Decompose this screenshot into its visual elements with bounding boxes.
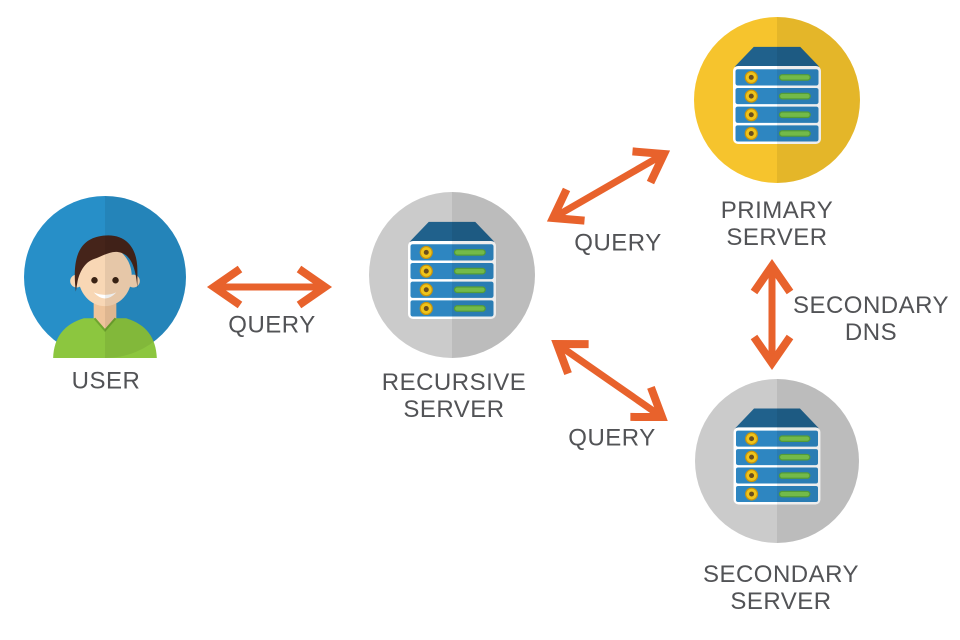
query-label-recursive-secondary: QUERY <box>568 424 656 452</box>
secondary-dns-label: SECONDARY DNS <box>793 292 949 346</box>
primary-server-label-line1: PRIMARY <box>720 197 834 224</box>
recursive-server-label-line2: SERVER <box>403 396 505 423</box>
query-label-recursive-primary: QUERY <box>574 229 662 257</box>
secondary-server-label-line1: SECONDARY <box>702 561 860 588</box>
user-icon <box>24 196 186 358</box>
primary-server-label: PRIMARY SERVER <box>721 197 833 251</box>
recursive-server-label-line1: RECURSIVE <box>381 369 527 396</box>
query-label-user-recursive: QUERY <box>228 311 316 339</box>
query-arrow-recursive-secondary <box>551 339 668 422</box>
secondary-server-label: SECONDARY SERVER <box>703 561 859 615</box>
secondary-dns-label-line2: DNS <box>844 319 898 346</box>
recursive-server-icon <box>369 192 535 358</box>
primary-server-icon <box>694 17 860 183</box>
user-label: USER <box>71 367 141 395</box>
primary-server-label-line2: SERVER <box>726 224 828 251</box>
recursive-server-label: RECURSIVE SERVER <box>382 369 527 423</box>
query-arrow-recursive-primary <box>546 147 671 225</box>
secondary-server-icon <box>695 379 859 543</box>
secondary-dns-label-line1: SECONDARY <box>792 292 950 319</box>
secondary-server-label-line2: SERVER <box>730 588 832 615</box>
